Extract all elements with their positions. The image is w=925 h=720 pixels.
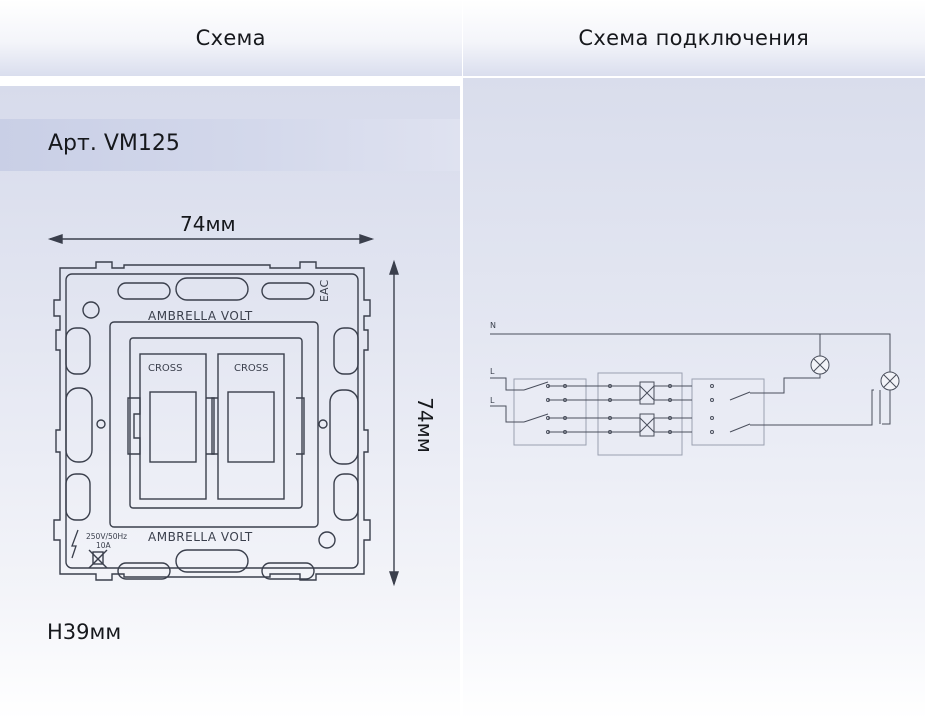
brand-label-top: AMBRELLA VOLT (148, 309, 253, 323)
tab-connection-scheme[interactable]: Схема подключения (461, 0, 925, 76)
switch-body (109, 321, 319, 528)
output-to-lamp-2 (770, 389, 881, 426)
width-dimension-label: 74мм (180, 212, 236, 236)
tab-scheme-label: Схема (195, 26, 266, 50)
right-switch-contacts (710, 384, 770, 434)
line-wire-label-2: L (490, 396, 495, 405)
line-wire-label-1: L (490, 367, 495, 376)
header: Схема Схема подключения (0, 0, 925, 76)
lamp-icon (880, 371, 900, 391)
certification-mark: ЕАС (318, 280, 331, 302)
line-feed-1 (490, 377, 524, 391)
article-number: Арт. VM125 (48, 131, 180, 156)
key-label-left: CROSS (148, 363, 183, 374)
left-switch-contacts (523, 381, 598, 434)
scheme-panel (0, 86, 460, 720)
article-band (0, 119, 460, 171)
width-dimension-arrow (47, 234, 375, 244)
output-to-lamp-1 (770, 374, 821, 394)
height-dimension-arrow (389, 259, 399, 587)
weee-bin-icon (88, 549, 108, 569)
lamp-icon (810, 355, 830, 375)
lightning-icon (71, 529, 79, 559)
neutral-wire-label: N (490, 321, 496, 330)
rating-label-voltage: 250V/50Hz (86, 532, 127, 541)
key-label-right: CROSS (234, 363, 269, 374)
rating-label-current: 10A (96, 541, 112, 550)
depth-label: H39мм (47, 620, 122, 644)
tab-scheme[interactable]: Схема (0, 0, 462, 76)
two-way-switch-block-right (691, 378, 765, 446)
two-way-switch-block-left (513, 378, 587, 446)
brand-label-bottom: AMBRELLA VOLT (148, 530, 253, 544)
tab-connection-scheme-label: Схема подключения (578, 26, 810, 50)
mounting-frame (53, 261, 371, 581)
line-feed-2 (490, 405, 524, 423)
cross-switch-contacts (598, 381, 692, 437)
